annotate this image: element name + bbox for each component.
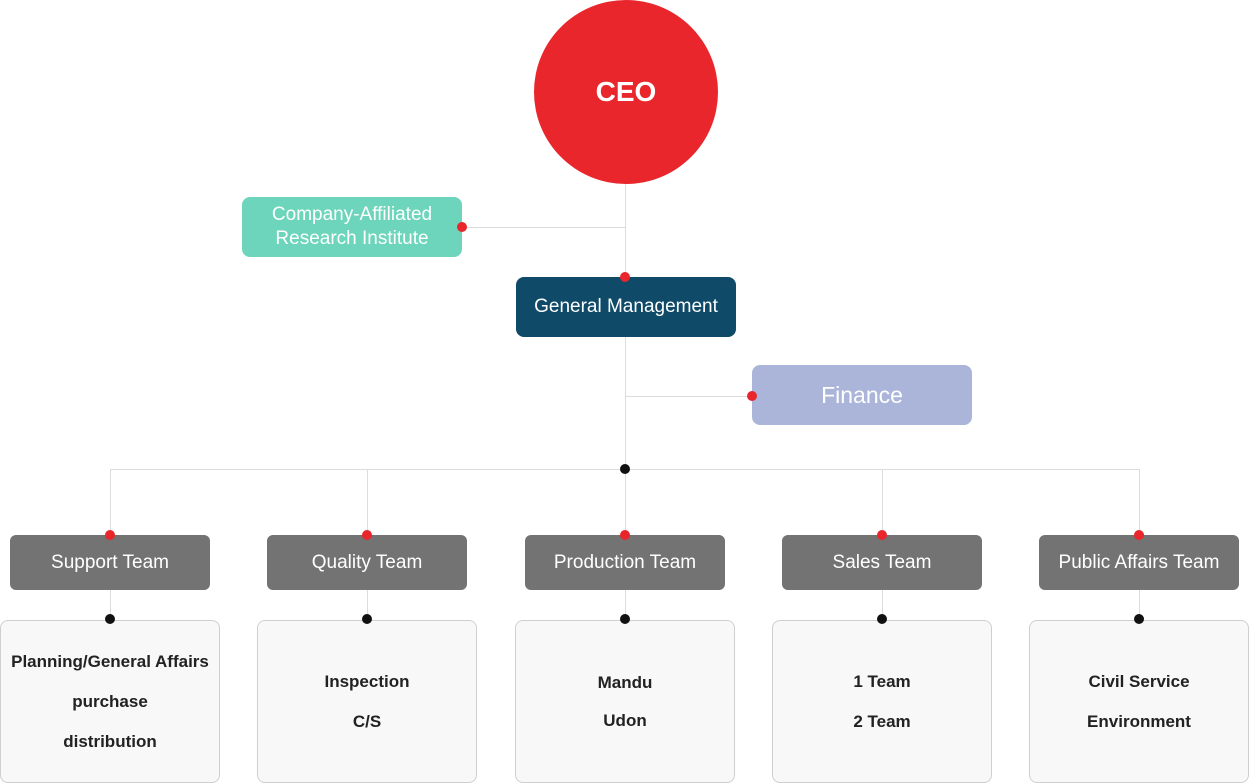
sales-team-details: 1 Team 2 Team <box>772 620 992 783</box>
connector-dot-teams-junction <box>620 464 630 474</box>
quality-team-details: Inspection C/S <box>257 620 477 783</box>
quality-team-item: C/S <box>352 711 382 731</box>
public-affairs-team-item: Civil Service <box>1088 671 1190 691</box>
quality-team-node: Quality Team <box>267 535 467 590</box>
connector-dot-management <box>620 272 630 282</box>
connector-to-sales-team <box>882 469 883 535</box>
research-institute-label-line2: Research Institute <box>275 228 429 249</box>
connector-public-affairs-to-detail <box>1139 590 1140 620</box>
connector-dot-sales-team <box>877 530 887 540</box>
connector-dot-production-details <box>620 614 630 624</box>
production-team-item: Udon <box>603 710 647 730</box>
connector-dot-production-team <box>620 530 630 540</box>
connector-dot-finance <box>747 391 757 401</box>
support-team-item: distribution <box>63 731 157 751</box>
connector-ceo-to-management <box>625 184 626 277</box>
ceo-label: CEO <box>595 76 657 107</box>
public-affairs-team-details: Civil Service Environment <box>1029 620 1249 783</box>
public-affairs-team-label: Public Affairs Team <box>1058 551 1220 573</box>
sales-team-label: Sales Team <box>832 551 932 573</box>
support-team-label: Support Team <box>51 551 169 573</box>
connector-dot-quality-team <box>362 530 372 540</box>
sales-team-item: 1 Team <box>853 671 911 691</box>
finance-label: Finance <box>821 381 903 408</box>
connector-quality-to-detail <box>367 590 368 620</box>
connector-dot-support-team <box>105 530 115 540</box>
connector-finance-branch <box>626 396 752 397</box>
sales-team-item: 2 Team <box>853 711 911 731</box>
connector-research-branch <box>462 227 625 228</box>
public-affairs-team-node: Public Affairs Team <box>1039 535 1239 590</box>
general-management-label: General Management <box>534 296 718 317</box>
connector-to-production-team <box>625 469 626 535</box>
connector-support-to-detail <box>110 590 111 620</box>
production-team-item: Mandu <box>597 672 653 692</box>
support-team-node: Support Team <box>10 535 210 590</box>
quality-team-label: Quality Team <box>311 551 423 573</box>
connector-dot-public-affairs-team <box>1134 530 1144 540</box>
connector-sales-to-detail <box>882 590 883 620</box>
research-institute-node: Company-Affiliated Research Institute <box>242 197 462 257</box>
production-team-label: Production Team <box>553 551 697 573</box>
connector-dot-public-affairs-details <box>1134 614 1144 624</box>
connector-to-quality-team <box>367 469 368 535</box>
connector-to-support-team <box>110 469 111 535</box>
connector-dot-support-details <box>105 614 115 624</box>
production-team-details: Mandu Udon <box>515 620 735 783</box>
connector-to-public-affairs-team <box>1139 469 1140 535</box>
quality-team-item: Inspection <box>324 671 410 691</box>
connector-dot-research <box>457 222 467 232</box>
connector-dot-quality-details <box>362 614 372 624</box>
general-management-node: General Management <box>516 277 736 337</box>
support-team-item: Planning/General Affairs <box>11 651 209 671</box>
support-team-details: Planning/General Affairs purchase distri… <box>0 620 220 783</box>
ceo-node: CEO <box>534 0 718 184</box>
finance-node: Finance <box>752 365 972 425</box>
research-institute-label-line1: Company-Affiliated <box>271 204 433 225</box>
sales-team-node: Sales Team <box>782 535 982 590</box>
connector-management-to-teams <box>625 337 626 470</box>
connector-production-to-detail <box>625 590 626 620</box>
connector-dot-sales-details <box>877 614 887 624</box>
production-team-node: Production Team <box>525 535 725 590</box>
support-team-item: purchase <box>72 691 148 711</box>
public-affairs-team-item: Environment <box>1087 711 1191 731</box>
